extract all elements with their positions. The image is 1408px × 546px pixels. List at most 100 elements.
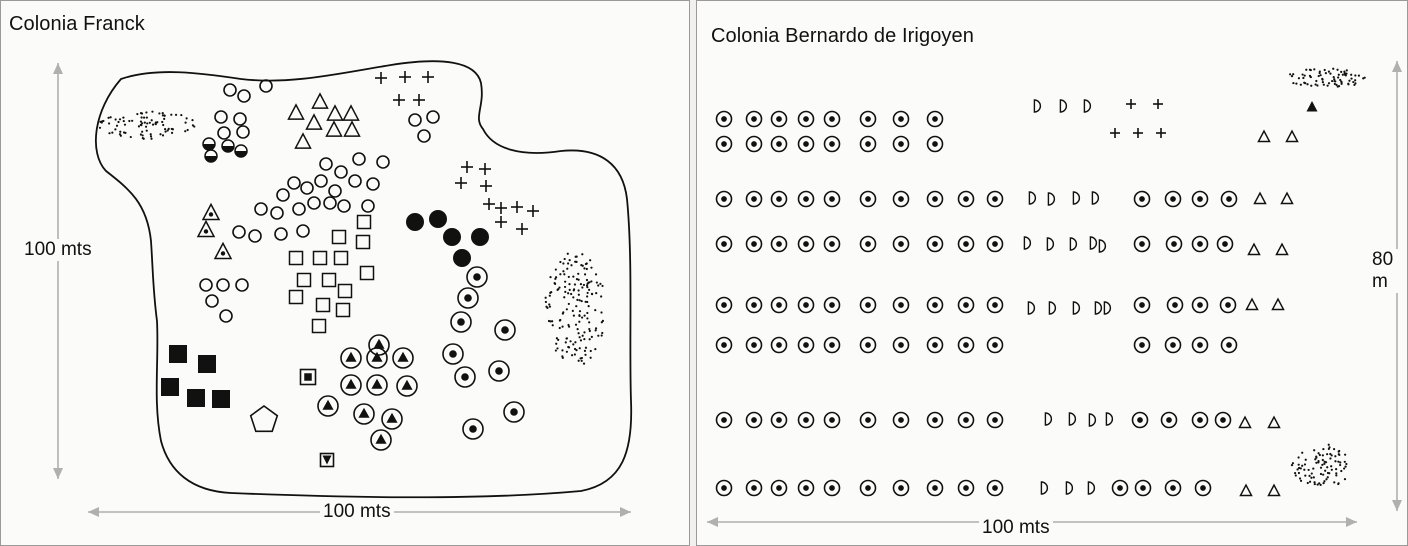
dotted-circle-symbol (770, 235, 788, 253)
open-circle-symbol (417, 129, 431, 143)
dotted-circle-symbol (797, 110, 815, 128)
dotted-circle-symbol (892, 110, 910, 128)
filled-circle-symbol (471, 228, 489, 246)
plus-symbol (480, 180, 492, 192)
dotted-circle-symbol (823, 479, 841, 497)
open-circle-symbol (254, 202, 268, 216)
open-triangle-symbol (1247, 242, 1261, 256)
half-filled-circle-symbol (202, 137, 216, 151)
dotted-triangle-symbol (213, 241, 233, 260)
dotted-circle-symbol (797, 235, 815, 253)
dotted-circle-symbol (1191, 190, 1209, 208)
open-circle-symbol (248, 229, 262, 243)
dotted-circle-symbol (745, 411, 763, 429)
dotted-circle-symbol (770, 336, 788, 354)
plus-symbol (422, 71, 434, 83)
dotted-circle-symbol (926, 135, 944, 153)
open-circle-symbol (426, 110, 440, 124)
open-circle-symbol (328, 184, 342, 198)
filled-square-symbol (169, 345, 187, 363)
colonia-irigoyen-map (707, 61, 1402, 527)
dotted-circle-symbol (1133, 336, 1151, 354)
dotted-circle-symbol (1164, 190, 1182, 208)
dotted-circle-symbol (859, 336, 877, 354)
circled-triangle-symbol (340, 374, 362, 396)
circled-triangle-symbol (353, 403, 375, 425)
open-circle-symbol (287, 176, 301, 190)
dotted-circle-symbol (715, 411, 733, 429)
open-triangle-symbol (1285, 129, 1299, 143)
open-circle-symbol (319, 157, 333, 171)
dotted-circle-symbol (494, 319, 516, 341)
half-moon-symbol (1089, 236, 1098, 250)
dotted-triangle-symbol (201, 202, 221, 221)
half-moon-symbol (1072, 301, 1081, 315)
filled-circle-symbol (429, 210, 447, 228)
dotted-circle-symbol (770, 135, 788, 153)
dotted-circle-symbol (926, 190, 944, 208)
half-moon-symbol (1044, 412, 1053, 426)
open-square-symbol (359, 265, 375, 281)
dotted-circle-symbol (823, 411, 841, 429)
dotted-circle-symbol (745, 135, 763, 153)
dotted-circle-symbol (926, 479, 944, 497)
open-square-symbol (333, 250, 349, 266)
dotted-circle-symbol (926, 336, 944, 354)
open-circle-symbol (235, 278, 249, 292)
plus-symbol (495, 216, 507, 228)
dotted-circle-symbol (1133, 235, 1151, 253)
dotted-triangle-symbol (196, 219, 216, 238)
dotted-circle-symbol (986, 411, 1004, 429)
open-square-symbol (288, 289, 304, 305)
half-moon-symbol (1098, 239, 1107, 253)
plus-symbol (1110, 128, 1120, 138)
dotted-circle-symbol (745, 296, 763, 314)
filled-square-symbol (212, 390, 230, 408)
plus-symbol (413, 94, 425, 106)
dotted-circle-symbol (859, 296, 877, 314)
dotted-circle-symbol (797, 135, 815, 153)
half-moon-symbol (1028, 191, 1037, 205)
open-triangle-symbol (305, 113, 323, 130)
dotted-circle-symbol (892, 411, 910, 429)
open-circle-symbol (232, 225, 246, 239)
dotted-circle-symbol (986, 235, 1004, 253)
dotted-circle-symbol (986, 296, 1004, 314)
colonia-franck-map (53, 60, 633, 517)
dotted-circle-symbol (823, 135, 841, 153)
dotted-circle-symbol (823, 296, 841, 314)
dotted-circle-symbol (1219, 296, 1237, 314)
dotted-circle-symbol (1191, 296, 1209, 314)
dotted-circle-symbol (745, 110, 763, 128)
dotted-circle-symbol (957, 190, 975, 208)
half-moon-symbol (1105, 412, 1114, 426)
open-circle-symbol (376, 155, 390, 169)
dotted-circle-symbol (442, 343, 464, 365)
dotted-circle-symbol (770, 411, 788, 429)
half-filled-circle-symbol (204, 149, 218, 163)
dotted-circle-symbol (823, 235, 841, 253)
dotted-circle-symbol (797, 296, 815, 314)
plus-symbol (495, 202, 507, 214)
plus-symbol (1133, 128, 1143, 138)
dotted-circle-symbol (1164, 336, 1182, 354)
open-circle-symbol (274, 227, 288, 241)
open-square-symbol (315, 297, 331, 313)
open-triangle-symbol (1257, 129, 1271, 143)
half-moon-symbol (1103, 301, 1112, 315)
open-triangle-symbol (287, 103, 305, 120)
filled-square-symbol (187, 389, 205, 407)
dotted-circle-symbol (797, 411, 815, 429)
dotted-circle-symbol (797, 336, 815, 354)
half-moon-symbol (1033, 99, 1042, 113)
stipple-area-bottom-right (1290, 443, 1348, 486)
open-triangle-symbol (1238, 415, 1252, 429)
open-triangle-symbol (1267, 415, 1281, 429)
dotted-circle-symbol (1194, 479, 1212, 497)
square-with-triangle-symbol (319, 452, 335, 468)
filled-circle-symbol (443, 228, 461, 246)
circled-triangle-symbol (366, 347, 388, 369)
circled-triangle-symbol (381, 408, 403, 430)
open-circle-symbol (270, 206, 284, 220)
dotted-circle-symbol (1191, 411, 1209, 429)
